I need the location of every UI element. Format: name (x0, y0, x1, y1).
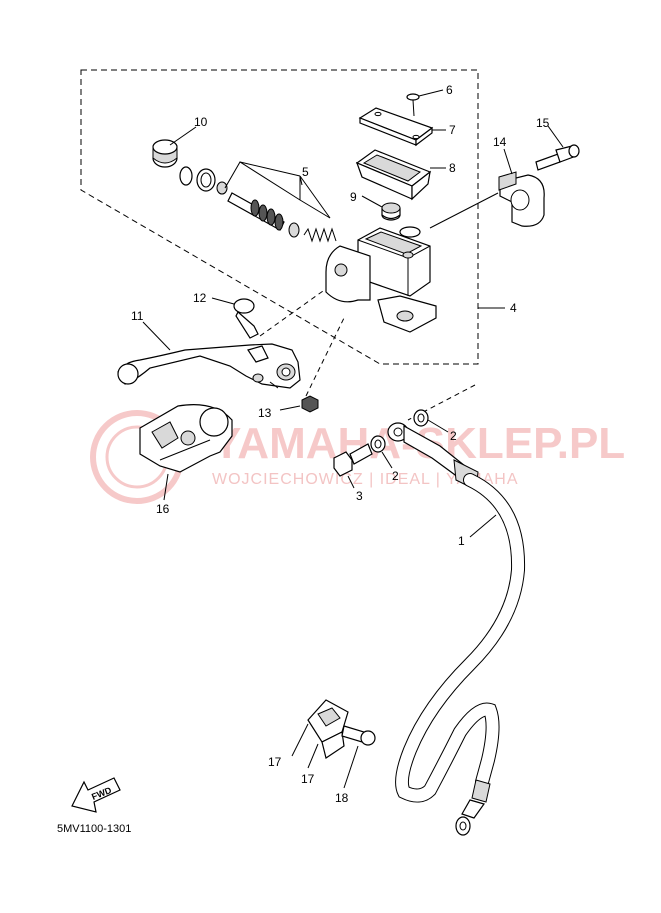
part-screw (406, 89, 444, 117)
part-holder (498, 148, 545, 227)
callout-5: 5 (302, 165, 309, 179)
part-union-bolt (333, 443, 373, 489)
part-washer-upper (413, 409, 449, 433)
dashed-link-banjo (407, 384, 476, 421)
callout-17: 17 (301, 772, 315, 786)
diagram-code: 5MV1100-1301 (57, 823, 131, 835)
part-diaphragm (355, 149, 446, 201)
part-master-cylinder (325, 192, 499, 333)
callout-14: 14 (493, 135, 507, 149)
part-nut (279, 317, 345, 413)
callout-13: 13 (258, 406, 272, 420)
callout-3: 3 (356, 489, 363, 503)
callout-18: 18 (335, 791, 349, 805)
part-cover (139, 404, 233, 501)
callout-4: 4 (510, 301, 517, 315)
part-washer-lower (370, 435, 393, 469)
part-grommet (361, 195, 401, 221)
callout-2: 2 (392, 469, 399, 483)
callout-17: 17 (268, 755, 282, 769)
part-guide-bolt (341, 725, 376, 789)
part-pivot-bolt (211, 297, 259, 339)
callout-1: 1 (458, 534, 465, 548)
callout-12: 12 (193, 291, 207, 305)
dashed-link-lever (259, 285, 331, 337)
fwd-arrow-icon: FWD (71, 777, 121, 813)
callout-15: 15 (536, 116, 550, 130)
callout-9: 9 (350, 190, 357, 204)
part-hose-guide (291, 699, 349, 769)
callout-16: 16 (156, 502, 170, 516)
callout-2: 2 (450, 429, 457, 443)
part-reservoir-cap (358, 107, 446, 147)
assembly-boundary (80, 69, 479, 365)
part-brake-hose (387, 422, 526, 836)
part-boot (152, 126, 197, 168)
part-piston-kit (224, 161, 337, 243)
callout-10: 10 (194, 115, 208, 129)
watermark-sub-text: WOJCIECHOWICZ | IDEAL | YAMAHA (212, 471, 518, 488)
callout-7: 7 (449, 123, 456, 137)
callout-11: 11 (131, 309, 144, 323)
part-brake-lever (117, 321, 301, 389)
callout-6: 6 (446, 83, 453, 97)
part-clips (179, 166, 228, 195)
part-bolt-holder (535, 125, 580, 171)
callout-8: 8 (449, 161, 456, 175)
